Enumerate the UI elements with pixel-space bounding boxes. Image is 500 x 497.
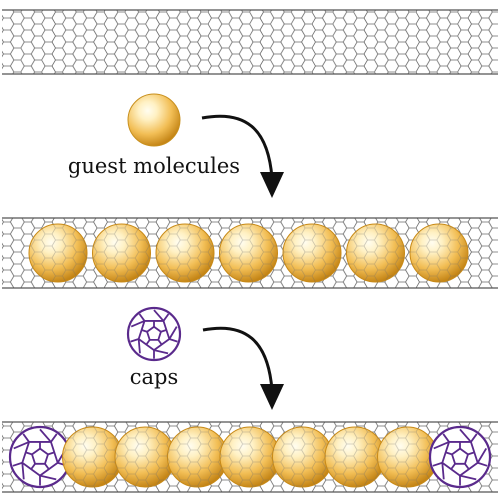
empty-nanotube [2,9,498,75]
guest-molecule [409,223,469,283]
fullerene-cap [8,425,72,489]
guest-molecule [377,426,438,488]
tube-contents [28,223,469,283]
curved-arrow-cap-step [202,326,274,391]
caps-label: caps [130,365,179,389]
fullerene-cap-icon [126,306,182,362]
guest-molecule [324,426,386,488]
guest-molecule [346,223,405,283]
caps-legend: caps [126,306,182,389]
guest-molecule [219,426,281,488]
guest-molecule [28,223,88,283]
guest-molecule [282,223,342,283]
guest-molecule [114,426,176,488]
curved-arrow-fill-step [201,114,274,179]
guest-molecule [155,223,215,283]
guest-molecule-legend: guest molecules [68,93,240,178]
nanotube-lattice [2,10,498,74]
guest-molecule-icon [127,93,181,147]
guest-molecule [62,426,123,488]
tube-contents [8,425,492,489]
filled-nanotube [2,217,498,289]
capped-nanotube [2,421,498,493]
fullerene-cap [126,306,182,362]
arrow-head-icon [260,384,284,410]
guest-molecule [92,223,151,283]
guest-molecules-label: guest molecules [68,154,240,178]
guest-molecule [167,426,228,488]
guest-molecule [219,223,278,283]
arrow-head-icon [260,172,284,198]
fullerene-cap [428,425,492,489]
guest-molecule [272,426,333,488]
